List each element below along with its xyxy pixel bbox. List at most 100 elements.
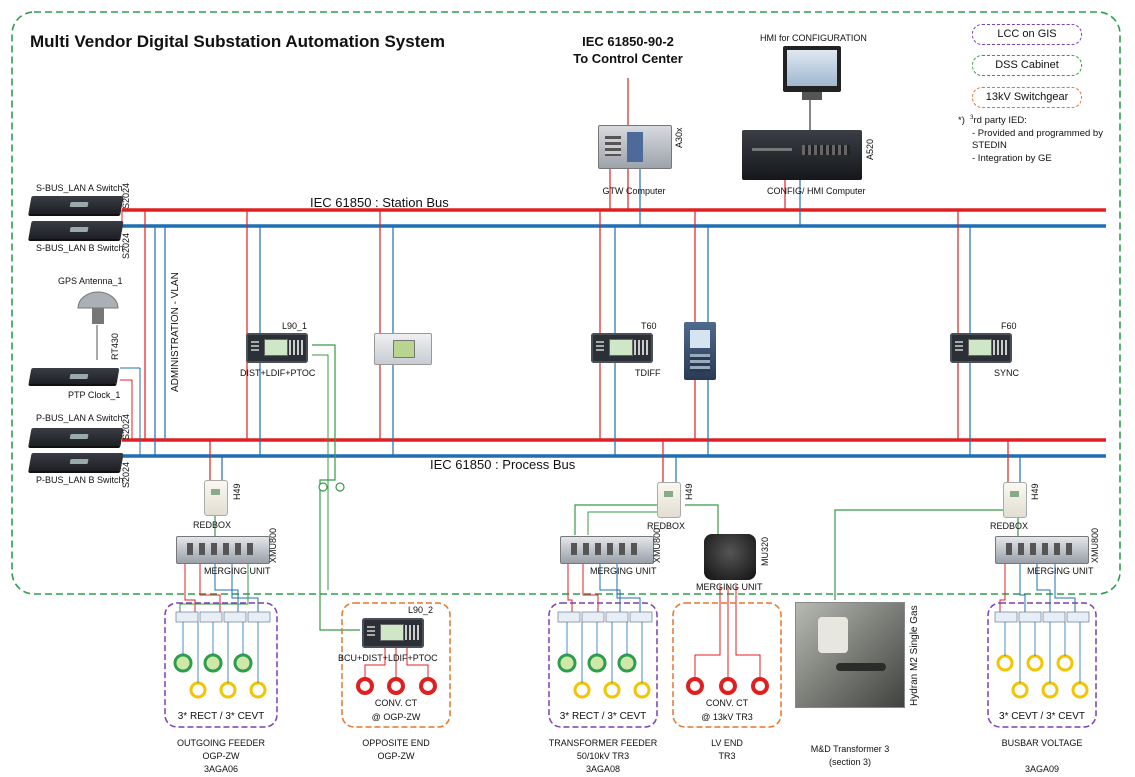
conv-ct-opposite: [356, 677, 437, 695]
outgoing-sensors: [173, 622, 267, 699]
bay-box-opposite: [341, 602, 451, 728]
lv-ct-label1: CONV. CT: [705, 698, 749, 708]
l90-1-ied: [246, 333, 308, 363]
busbar-sensors: [996, 622, 1089, 699]
p-bus-lan-b-switch: [28, 453, 124, 471]
mu320-merging-unit: [704, 534, 756, 580]
third-party-relay: [374, 333, 432, 365]
gtw-computer: [598, 125, 672, 169]
md-name1: M&D Transformer 3: [810, 744, 890, 754]
f60-func: SYNC: [994, 368, 1020, 378]
opposite-name1: OPPOSITE END: [362, 738, 430, 748]
bay-box-outgoing: [164, 602, 278, 728]
lv-name2: TR3: [718, 751, 736, 761]
ptp-clock-model: RT430: [110, 333, 120, 360]
p-bus-lan-a-switch: [28, 428, 124, 446]
note-line3: STEDIN: [972, 140, 1007, 152]
third-party-note: *) 3rd party IED: - Provided and program…: [958, 112, 1103, 165]
mu-transformer-label: MERGING UNIT: [590, 566, 657, 576]
gtw-model: A30x: [674, 127, 684, 148]
p-bus-b-model: S2024: [121, 461, 131, 488]
note-line4: - Integration by GE: [972, 152, 1052, 164]
third-party-transformer-relay: [684, 322, 716, 380]
redbox-left-label: REDBOX: [193, 520, 232, 530]
bay-box-busbar: [987, 602, 1097, 728]
busbar-name3: 3AGA09: [1024, 764, 1060, 774]
redbox-middle-label: REDBOX: [647, 521, 686, 531]
gps-antenna-icon: [77, 291, 119, 324]
transformer-name2: 50/10kV TR3: [576, 751, 630, 761]
s-bus-lan-b-switch: [28, 221, 124, 239]
control-center-line1: IEC 61850-90-2: [582, 34, 674, 49]
mu320-label: MERGING UNIT: [696, 582, 763, 592]
mu-busbar-model: XMU800: [1090, 527, 1100, 563]
opposite-ct-label2: @ OGP-ZW: [371, 712, 421, 722]
outgoing-ct-label: 3* RECT / 3* CEVT: [177, 711, 265, 722]
redbox-left-model: H49: [232, 483, 242, 500]
s-bus-lan-a-switch: [28, 196, 124, 214]
hmi-monitor: [783, 46, 841, 92]
config-hmi-label: CONFIG/ HMI Computer: [767, 186, 866, 196]
mu-left-model: XMU800: [268, 527, 278, 563]
mu-busbar-label: MERGING UNIT: [1027, 566, 1094, 576]
redbox-right-label: REDBOX: [990, 521, 1029, 531]
l90-2-func: BCU+DIST+LDIF+PTOC: [338, 653, 438, 663]
hmi-config-label: HMI for CONFIGURATION: [760, 33, 867, 43]
config-hmi-model: A520: [865, 138, 875, 160]
p-bus-a-model: S2024: [121, 413, 131, 440]
bay-box-lv-end: [672, 602, 782, 728]
dss-cabinet-frame: [11, 11, 1121, 595]
md-transformer-photo: [795, 602, 905, 708]
t60-func: TDIFF: [635, 368, 661, 378]
note-line2: - Provided and programmed by: [972, 127, 1103, 139]
note-line1: rd party IED:: [973, 115, 1027, 127]
lv-ct-label2: @ 13kV TR3: [701, 712, 753, 722]
note-marker: *): [958, 115, 965, 127]
conv-ct-lv: [686, 677, 769, 695]
legend-switchgear: 13kV Switchgear: [972, 87, 1082, 108]
p-bus-b-label: P-BUS_LAN B Switch: [36, 475, 124, 485]
ptp-clock-label: PTP Clock_1: [68, 390, 121, 400]
config-hmi-computer: [742, 130, 862, 180]
redbox-right: [1003, 482, 1027, 518]
busbar-name1: BUSBAR VOLTAGE: [1001, 738, 1083, 748]
t60-ied: [591, 333, 653, 363]
redbox-right-model: H49: [1030, 483, 1040, 500]
md-name2: (section 3): [828, 757, 872, 767]
control-center-label: IEC 61850-90-2 To Control Center: [573, 33, 683, 67]
ptp-clock: [28, 368, 120, 384]
legend-dss: DSS Cabinet: [972, 55, 1082, 76]
p-bus-a-label: P-BUS_LAN A Switch: [36, 413, 123, 423]
redbox-middle-model: H49: [684, 483, 694, 500]
gtw-label: GTW Computer: [602, 186, 666, 196]
page-title: Multi Vendor Digital Substation Automati…: [30, 32, 445, 51]
mu-left-label: MERGING UNIT: [204, 566, 271, 576]
s-bus-a-label: S-BUS_LAN A Switch: [36, 183, 123, 193]
control-center-line2: To Control Center: [573, 51, 683, 66]
busbar-ct-label: 3* CEVT / 3* CEVT: [999, 711, 1085, 722]
f60-ied: [950, 333, 1012, 363]
outgoing-name3: 3AGA06: [203, 764, 239, 774]
station-bus-label: IEC 61850 : Station Bus: [310, 195, 449, 210]
outgoing-name1: OUTGOING FEEDER: [176, 738, 266, 748]
transformer-sensors: [557, 622, 651, 699]
redbox-left: [204, 480, 228, 516]
l90-2-name: L90_2: [408, 605, 434, 615]
redbox-middle: [657, 482, 681, 518]
s-bus-a-model: S2024: [121, 182, 131, 209]
outgoing-name2: OGP-ZW: [202, 751, 240, 761]
t60-name: T60: [641, 321, 657, 331]
gps-antenna-label: GPS Antenna_1: [58, 276, 123, 286]
s-bus-b-label: S-BUS_LAN B Switch: [36, 243, 124, 253]
f60-name: F60: [1001, 321, 1017, 331]
merging-unit-transformer: [560, 536, 654, 564]
l90-1-name: L90_1: [282, 321, 308, 331]
transformer-ct-label: 3* RECT / 3* CEVT: [559, 711, 647, 722]
note-sup: 3: [970, 115, 974, 121]
admin-vlan-label: ADMINISTRATION - VLAN: [170, 272, 181, 392]
bay-box-transformer: [548, 602, 658, 728]
transformer-name3: 3AGA08: [585, 764, 621, 774]
merging-unit-busbar: [995, 536, 1089, 564]
mu320-model: MU320: [760, 536, 770, 566]
transformer-name1: TRANSFORMER FEEDER: [548, 738, 658, 748]
